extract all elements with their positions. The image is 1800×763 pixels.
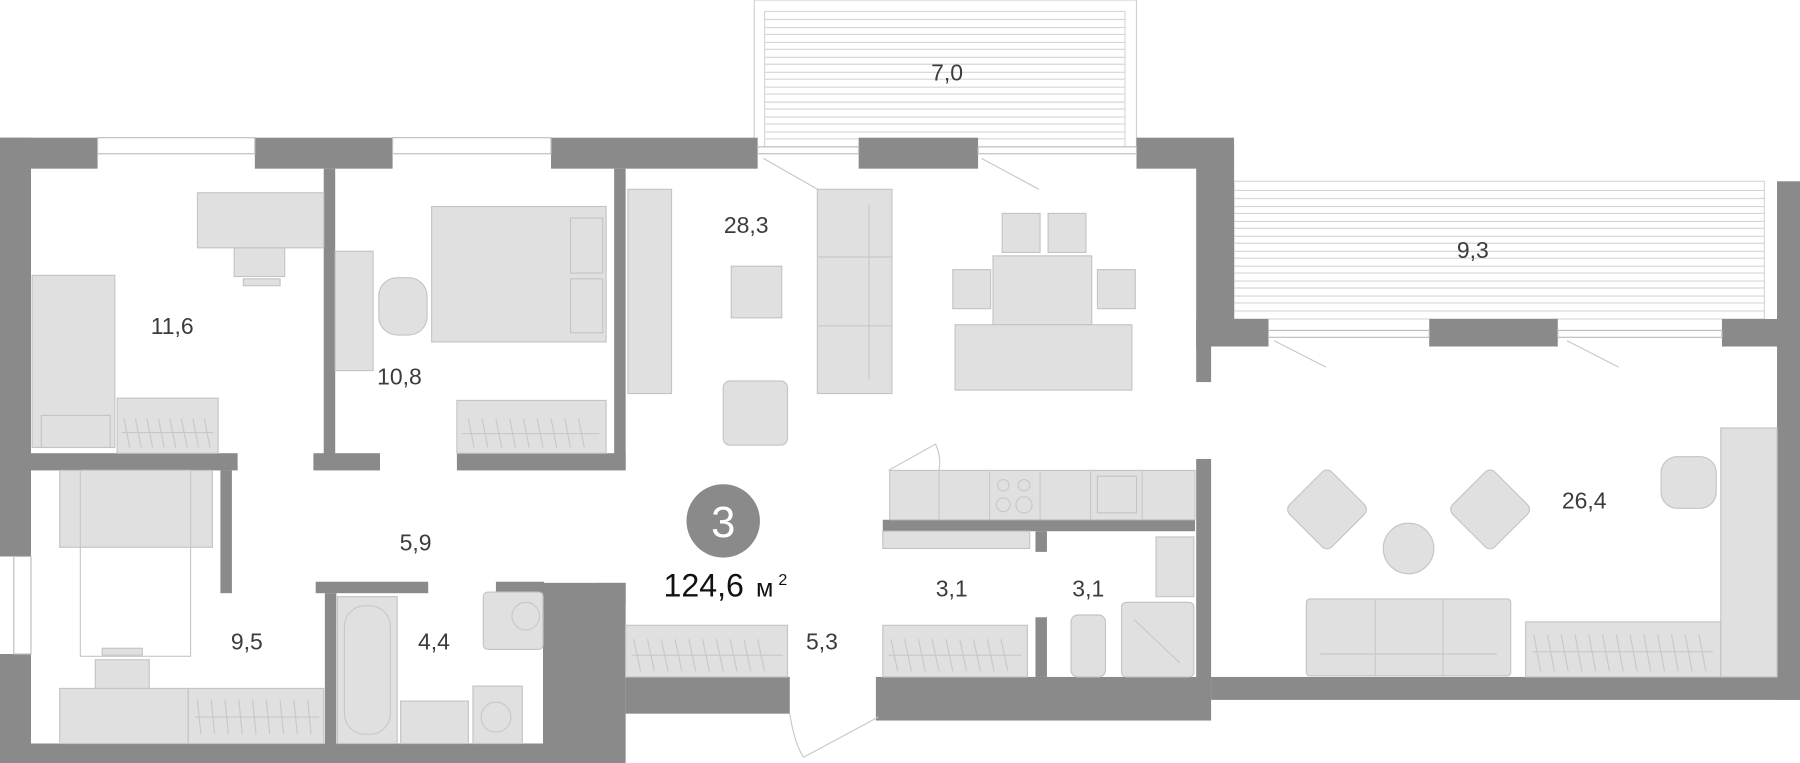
bedroom-1[interactable]: [31, 192, 325, 454]
area-label-bathroom: 4,4: [418, 628, 450, 654]
bookshelf: [1720, 427, 1778, 678]
area-label-balcony-right: 9,3: [1457, 237, 1489, 263]
stove-burner: [995, 497, 1011, 513]
dining-table: [992, 255, 1093, 326]
shower-tray: [1120, 601, 1195, 678]
area-label-bedroom-2: 10,8: [377, 363, 422, 389]
coffee-table: [730, 265, 783, 319]
sofa: [1305, 598, 1512, 677]
dining-chair: [1096, 269, 1136, 310]
armchair: [1287, 469, 1367, 550]
desk: [196, 192, 325, 249]
bar-shelf: [882, 530, 1031, 550]
shower-room[interactable]: [1070, 536, 1195, 678]
area-label-balcony-top: 7,0: [931, 59, 963, 85]
pillow: [569, 217, 604, 274]
rooms-count: 3: [711, 499, 735, 547]
wardrobe: [187, 687, 325, 745]
area-label-bedroom-3: 9,5: [231, 628, 263, 654]
toilet: [472, 685, 523, 745]
rooms-count-badge: [686, 484, 760, 558]
area-label-entrance: 5,3: [806, 628, 838, 654]
pillow: [569, 278, 604, 334]
office-chair: [378, 277, 428, 336]
desk-chair-stub: [101, 647, 143, 656]
desk: [59, 687, 189, 745]
area-label-hall: 5,9: [400, 530, 432, 556]
lounge[interactable]: [1285, 427, 1778, 678]
bedroom-2[interactable]: [334, 205, 607, 454]
wardrobe: [116, 397, 219, 454]
bedroom-3[interactable]: [59, 469, 325, 745]
area-label-bedroom-1: 11,6: [151, 313, 194, 339]
double-bed: [59, 469, 213, 548]
balcony-top[interactable]: [753, 0, 1138, 148]
sideboard: [954, 324, 1133, 391]
total-area: 124,6 м 2: [664, 568, 788, 604]
armchair: [722, 380, 789, 446]
chair-base: [242, 278, 281, 287]
dining-chair: [952, 269, 992, 310]
stove-burner: [1017, 479, 1031, 492]
area-label-lounge: 26,4: [1562, 487, 1607, 513]
sink: [1155, 536, 1195, 598]
nightstand: [40, 414, 111, 449]
living-room[interactable]: [627, 188, 1136, 446]
apartment-summary: 3 124,6 м 2: [664, 484, 788, 604]
counter: [889, 469, 1196, 521]
windows: [13, 137, 1723, 655]
storage[interactable]: [882, 624, 1028, 678]
reading-chair: [1660, 456, 1717, 509]
bathtub: [336, 596, 398, 745]
tv-unit: [627, 188, 673, 395]
area-label-storage: 3,1: [936, 576, 968, 602]
stove-burner: [1015, 496, 1033, 514]
sink: [400, 700, 469, 745]
armchair: [1450, 469, 1530, 550]
toilet: [1070, 614, 1107, 678]
dining-chair: [1047, 212, 1087, 253]
kitchen[interactable]: [882, 443, 1196, 550]
area-labels: 7,0 11,6 10,8 28,3 9,3 5,9 9,5 4,4 5,3 3…: [151, 59, 1607, 654]
coffee-table: [1382, 522, 1435, 575]
stove-burner: [997, 479, 1010, 492]
side-desk: [334, 250, 374, 372]
entrance[interactable]: [625, 624, 879, 759]
bathroom[interactable]: [336, 591, 544, 745]
monitor: [233, 247, 286, 278]
wardrobe: [882, 624, 1028, 678]
area-label-living-room: 28,3: [724, 212, 769, 238]
walls: [0, 137, 1800, 763]
desk-chair: [94, 659, 150, 693]
sofa: [816, 188, 893, 395]
area-label-shower-room: 3,1: [1072, 576, 1104, 602]
dining-chair: [1001, 212, 1041, 253]
balcony-right[interactable]: [1233, 180, 1765, 320]
wardrobe: [456, 399, 607, 454]
